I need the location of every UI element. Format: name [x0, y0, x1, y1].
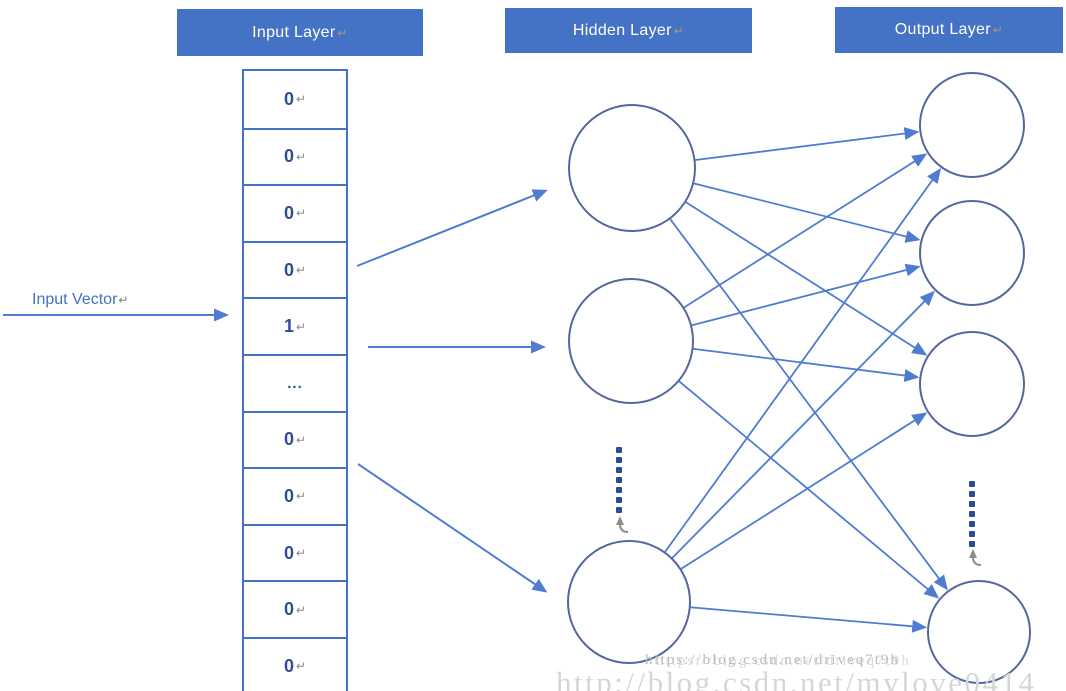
ellipsis-dot	[969, 521, 975, 527]
input-vector-table: 0↵0↵0↵0↵1↵...0↵0↵0↵0↵0↵	[242, 69, 348, 691]
output-neuron	[919, 331, 1025, 437]
cell-value: 0	[283, 655, 294, 676]
input-vector-cell: 0↵	[244, 410, 346, 468]
ellipsis-dot	[969, 541, 975, 547]
output-neuron	[919, 72, 1025, 178]
ellipsis-dot	[616, 447, 622, 453]
return-mark-icon: ↵	[295, 319, 307, 334]
output-neuron	[919, 200, 1025, 306]
hidden-to-output-arrow	[663, 168, 942, 554]
ellipsis-dot	[969, 531, 975, 537]
return-mark-icon: ↵	[295, 206, 307, 221]
cell-value: 0	[283, 88, 294, 109]
hidden-to-output-arrow	[669, 217, 948, 591]
input-vector-cell: 0↵	[244, 636, 346, 691]
hidden-to-output-arrow	[692, 182, 921, 243]
return-mark-icon: ↵	[337, 25, 348, 40]
ellipsis-dot	[616, 497, 622, 503]
return-mark-icon: ↵	[295, 489, 307, 504]
hidden-to-output-arrow	[677, 380, 940, 599]
input-vector-cell: ...	[244, 353, 346, 411]
input-vector-cell: 0↵	[244, 184, 346, 241]
return-mark-icon: ↵	[295, 602, 307, 617]
return-mark-icon: ↵	[295, 149, 307, 164]
cell-value: 0	[283, 429, 294, 450]
hidden-layer-header: Hidden Layer↵	[505, 8, 752, 53]
return-mark-icon: ↵	[295, 546, 307, 561]
cell-value: 1	[283, 316, 294, 337]
input-vector-cell: 1↵	[244, 297, 346, 354]
hidden-neuron	[568, 104, 696, 232]
hidden-to-output-arrow	[692, 347, 920, 382]
line-break-icon	[969, 549, 982, 566]
input-vector-label: Input Vector↵	[32, 291, 128, 309]
return-mark-icon: ↵	[295, 92, 307, 107]
cell-value: 0	[283, 146, 294, 167]
hidden-to-output-arrow	[671, 290, 935, 560]
cell-value: 0	[283, 599, 294, 620]
input-layer-header-label: Input Layer	[252, 23, 336, 41]
input-vector-cell: 0↵	[244, 580, 346, 637]
input-layer-header: Input Layer↵	[177, 9, 423, 56]
input-to-hidden-arrow	[356, 189, 548, 267]
return-mark-icon: ↵	[992, 23, 1004, 37]
return-mark-icon: ↵	[118, 293, 129, 307]
ellipsis-dot	[616, 467, 622, 473]
watermark-small: https://blog.csdn.net/driveq7t9h	[645, 652, 900, 668]
hidden-to-output-arrow	[690, 263, 921, 327]
input-vector-cell: 0↵	[244, 127, 346, 185]
input-to-hidden-arrow	[357, 463, 548, 593]
ellipsis-dot	[969, 511, 975, 517]
input-vector-cell: 0↵	[244, 71, 346, 128]
cell-value: 0	[283, 542, 294, 563]
hidden-to-output-arrow	[684, 201, 928, 356]
hidden-neuron	[567, 540, 691, 664]
return-mark-icon: ↵	[295, 263, 307, 278]
cell-value: 0	[283, 259, 294, 280]
cell-value: ...	[287, 374, 303, 392]
hidden-to-output-arrow	[679, 412, 928, 571]
line-break-icon	[616, 516, 629, 533]
input-vector-cell: 0↵	[244, 467, 346, 524]
hidden-neuron	[568, 278, 694, 404]
output-layer-header-label: Output Layer	[894, 21, 991, 38]
hidden-layer-header-label: Hidden Layer	[572, 21, 672, 39]
ellipsis-dot	[616, 487, 622, 493]
ellipsis-dot	[616, 457, 622, 463]
hidden-to-output-arrow	[694, 127, 920, 161]
cell-value: 0	[283, 202, 294, 223]
ellipsis-dot	[969, 501, 975, 507]
watermark-large: http://blog.csdn.net/mylove0414	[556, 665, 1037, 691]
hidden-to-output-arrow	[689, 606, 928, 633]
hidden-to-output-arrow	[682, 153, 928, 309]
input-vector-cell: 0↵	[244, 240, 346, 298]
output-layer-header: Output Layer↵	[835, 7, 1063, 53]
ellipsis-dot	[616, 507, 622, 513]
ellipsis-dot	[969, 491, 975, 497]
ellipsis-dot	[969, 481, 975, 487]
return-mark-icon: ↵	[673, 23, 685, 38]
return-mark-icon: ↵	[295, 432, 307, 447]
ellipsis-dot	[616, 477, 622, 483]
cell-value: 0	[283, 485, 294, 506]
input-vector-label-text: Input Vector	[32, 291, 118, 308]
input-vector-cell: 0↵	[244, 523, 346, 581]
return-mark-icon: ↵	[295, 659, 307, 674]
